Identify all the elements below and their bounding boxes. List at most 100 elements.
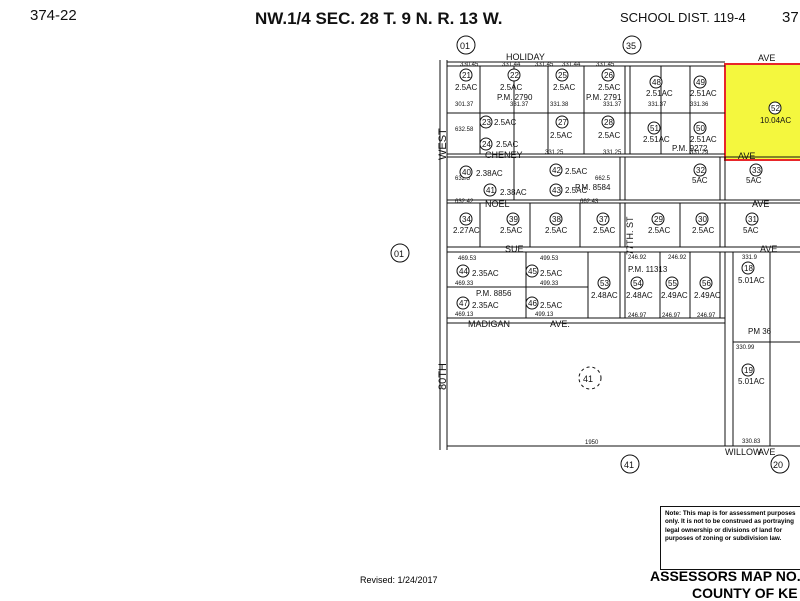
highlighted-parcel-52[interactable] (724, 63, 800, 161)
svg-text:2.5AC: 2.5AC (598, 83, 620, 92)
svg-text:34: 34 (462, 215, 471, 224)
svg-text:331.25: 331.25 (545, 150, 564, 156)
svg-text:P.M. 2791: P.M. 2791 (586, 93, 622, 102)
street-77th: 77TH. ST (625, 216, 635, 255)
svg-text:2.5AC: 2.5AC (500, 83, 522, 92)
svg-text:45: 45 (528, 267, 537, 276)
ref-35-top: 35 (626, 41, 636, 51)
svg-text:54: 54 (633, 279, 642, 288)
svg-text:5.01AC: 5.01AC (738, 276, 765, 285)
svg-text:40: 40 (462, 168, 471, 177)
street-noel-ave: AVE (752, 199, 769, 209)
street-cheney: CHENEY (485, 150, 523, 160)
svg-text:42: 42 (552, 166, 561, 175)
svg-text:499.13: 499.13 (535, 312, 554, 318)
svg-text:499.53: 499.53 (540, 256, 559, 262)
street-cheney-ave: AVE (738, 151, 755, 161)
svg-text:P.M. 8584: P.M. 8584 (575, 183, 611, 192)
parcel-lines (439, 60, 800, 450)
street-holiday-ave: AVE (758, 53, 775, 63)
svg-text:469.53: 469.53 (458, 256, 477, 262)
svg-text:25: 25 (558, 71, 567, 80)
svg-text:39: 39 (509, 215, 518, 224)
svg-text:2.51AC: 2.51AC (646, 89, 673, 98)
svg-text:2.5AC: 2.5AC (540, 269, 562, 278)
svg-text:331.37: 331.37 (510, 102, 529, 108)
svg-text:2.5AC: 2.5AC (540, 301, 562, 310)
svg-text:26: 26 (604, 71, 613, 80)
svg-text:330.45: 330.45 (460, 62, 479, 68)
dimension-labels: 330.45 331.44 331.45 331.44 331.45 301.3… (455, 62, 761, 446)
svg-text:632.5: 632.5 (455, 176, 471, 182)
parcel-labels[interactable]: 212.5AC 222.5AC 252.5AC 262.5AC 482.51AC… (453, 68, 791, 386)
svg-text:1950: 1950 (585, 440, 599, 446)
parcel-map-labels: P.M. 2790 P.M. 2791 P.M. 9272 P.M. 8584 … (476, 93, 772, 336)
svg-text:2.5AC: 2.5AC (553, 83, 575, 92)
svg-text:2.35AC: 2.35AC (472, 301, 499, 310)
svg-text:30: 30 (698, 215, 707, 224)
svg-text:31: 31 (748, 215, 757, 224)
svg-text:23: 23 (482, 118, 491, 127)
svg-text:331.37: 331.37 (648, 102, 667, 108)
street-madigan-ave: AVE. (550, 319, 570, 329)
street-willow-ave: AVE (758, 447, 775, 457)
svg-text:2.27AC: 2.27AC (453, 226, 480, 235)
svg-text:2.5AC: 2.5AC (565, 186, 587, 195)
street-sue-ave: AVE (760, 244, 777, 254)
svg-text:48: 48 (652, 78, 661, 87)
svg-text:2.5AC: 2.5AC (455, 83, 477, 92)
svg-text:331.37: 331.37 (603, 102, 622, 108)
svg-text:662.5: 662.5 (595, 176, 611, 182)
street-holiday: HOLIDAY (506, 52, 545, 62)
svg-text:2.5AC: 2.5AC (545, 226, 567, 235)
svg-text:2.5AC: 2.5AC (496, 140, 518, 149)
svg-text:2.5AC: 2.5AC (500, 226, 522, 235)
svg-text:469.33: 469.33 (455, 281, 474, 287)
svg-text:246.97: 246.97 (628, 313, 647, 319)
svg-text:43: 43 (552, 186, 561, 195)
svg-text:499.33: 499.33 (540, 281, 559, 287)
svg-text:19: 19 (744, 366, 753, 375)
svg-text:246.97: 246.97 (697, 313, 716, 319)
ref-01-top: 01 (460, 41, 470, 51)
svg-text:331.25: 331.25 (603, 150, 622, 156)
svg-text:50: 50 (696, 124, 705, 133)
svg-text:29: 29 (654, 215, 663, 224)
book-references[interactable]: 01 35 01 41 20 41 (390, 35, 790, 474)
svg-text:28: 28 (604, 118, 613, 127)
svg-text:41: 41 (486, 186, 495, 195)
svg-text:246.97: 246.97 (662, 313, 681, 319)
svg-text:2.5AC: 2.5AC (593, 226, 615, 235)
street-west: WEST (437, 128, 449, 160)
street-willow: WILLOW (725, 447, 762, 457)
svg-text:5AC: 5AC (743, 226, 759, 235)
county-name: COUNTY OF KE (692, 585, 798, 601)
assessors-map-title: ASSESSORS MAP NO. (650, 568, 800, 584)
ref-01-left: 01 (394, 249, 404, 259)
svg-text:22: 22 (510, 71, 519, 80)
svg-text:331.38: 331.38 (550, 102, 569, 108)
svg-text:24: 24 (482, 140, 491, 149)
svg-text:27: 27 (558, 118, 567, 127)
svg-text:47: 47 (459, 299, 468, 308)
svg-text:246.92: 246.92 (628, 255, 647, 261)
svg-text:5.01AC: 5.01AC (738, 377, 765, 386)
svg-text:632.42: 632.42 (455, 199, 474, 205)
svg-text:2.38AC: 2.38AC (476, 169, 503, 178)
map-page-number: 374-22 (30, 7, 77, 24)
svg-text:331.45: 331.45 (535, 62, 554, 68)
svg-text:2.38AC: 2.38AC (500, 188, 527, 197)
svg-text:331.36: 331.36 (690, 102, 709, 108)
svg-text:P.M. 8856: P.M. 8856 (476, 289, 512, 298)
svg-text:662.43: 662.43 (580, 199, 599, 205)
svg-text:18: 18 (744, 264, 753, 273)
svg-text:2.5AC: 2.5AC (598, 131, 620, 140)
svg-text:P.M. 11313: P.M. 11313 (628, 265, 668, 274)
svg-text:5AC: 5AC (692, 176, 708, 185)
svg-text:PM 36: PM 36 (748, 327, 772, 336)
svg-text:2.35AC: 2.35AC (472, 269, 499, 278)
svg-text:49: 49 (696, 78, 705, 87)
svg-text:32: 32 (696, 166, 705, 175)
svg-text:2.5AC: 2.5AC (550, 131, 572, 140)
